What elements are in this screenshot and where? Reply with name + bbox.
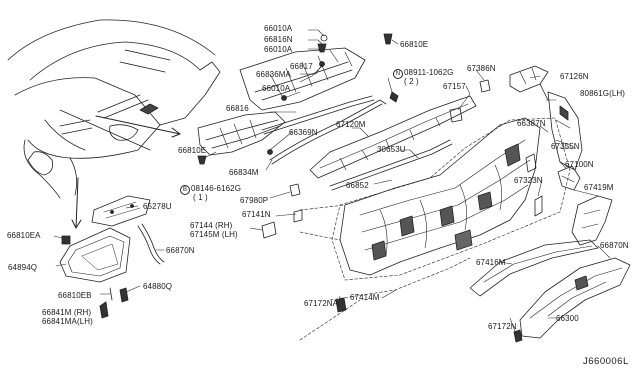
cowl-top-grille-lower [197,111,286,156]
part-label-66816: 66816 [226,104,249,113]
insulator-pad [91,195,151,227]
part-label-80861g-lh: 80861G(LH) [580,89,626,98]
diagram-code: J660006L [583,356,629,367]
part-label-67386n: 67386N [467,64,496,73]
part-label-66870n: 66870N [166,246,195,255]
part-label-66810eb: 66810EB [58,291,92,300]
part-label-30653u: 30653U [377,145,406,154]
cowl-seal-lower [329,139,451,187]
hinge-bracket [509,65,549,101]
part-label-67141n: 67141N [242,210,271,219]
cowl-side-lower [519,257,631,339]
part-label-66817: 66817 [290,62,313,71]
n-circle-icon: N [393,69,403,79]
part-label-66810ea: 66810EA [7,231,41,240]
callout-arrow [95,115,181,135]
part-label-67145m-lh: 67145M (LH) [190,230,238,239]
part-label-66300: 66300 [556,314,579,323]
part-label-66810e: 66810E [178,146,207,155]
part-label-67157: 67157 [443,82,466,91]
cowl-top-grille-upper [239,47,366,111]
part-label-67419m: 67419M [584,183,614,192]
dash-panel [339,117,541,276]
part-label-qty-1: ( 1 ) [193,193,208,202]
part-label-66369n: 66369N [289,128,318,137]
part-label-66836ma: 66836MA [256,70,291,79]
callout-arrow-2 [75,177,79,229]
part-label-67120m: 67120M [336,120,366,129]
lower-dash-cross-member [469,239,599,297]
part-label-66816n: 66816N [264,35,293,44]
part-label-66810e: 66810E [400,40,429,49]
part-label-64880q: 64880Q [143,282,173,291]
part-label-67980p: 67980P [240,196,269,205]
part-label-66010a: 66010A [264,45,293,54]
part-label-67414m: 67414M [350,293,380,302]
part-label-67144-rh: 67144 (RH) [190,221,233,230]
part-label-67355n: 67355N [551,142,580,151]
assembly-outline [331,117,571,281]
part-label-64894q: 64894Q [8,263,38,272]
seal-frame [59,227,131,283]
leader-lines [53,29,611,335]
part-label-67172n: 67172N [488,322,517,331]
part-label-66852: 66852 [346,181,369,190]
part-label-65278u: 65278U [143,202,172,211]
part-label-66010a: 66010A [262,84,291,93]
part-label-67172na: 67172NA [304,299,339,308]
part-label-66387n: 66387N [517,119,546,128]
part-label-qty-2: ( 2 ) [404,77,419,86]
part-label-66841m-rh: 66841M (RH) [42,308,92,317]
part-label-66010a: 66010A [264,24,293,33]
vehicle-illustration [7,19,221,199]
part-label-66834m: 66834M [229,168,259,177]
side-cowl-panel [547,91,583,171]
cowl-top-extension [309,95,477,179]
b-circle-icon: B [180,185,190,195]
side-panel-right [571,195,613,246]
part-label-66841ma-lh: 66841MA(LH) [42,317,93,326]
cowl-rod [269,99,387,161]
part-label-67416m: 67416M [476,258,506,267]
drain-hose [137,223,165,265]
part-label-67323n: 67323N [514,176,543,185]
part-label-67126n: 67126N [560,72,589,81]
part-label-67100n: 67100N [565,160,594,169]
cowl-seal [261,95,373,131]
part-label-66870n: 66870N [600,241,629,250]
clips-and-screws [197,33,543,343]
reinforcement [557,165,581,191]
